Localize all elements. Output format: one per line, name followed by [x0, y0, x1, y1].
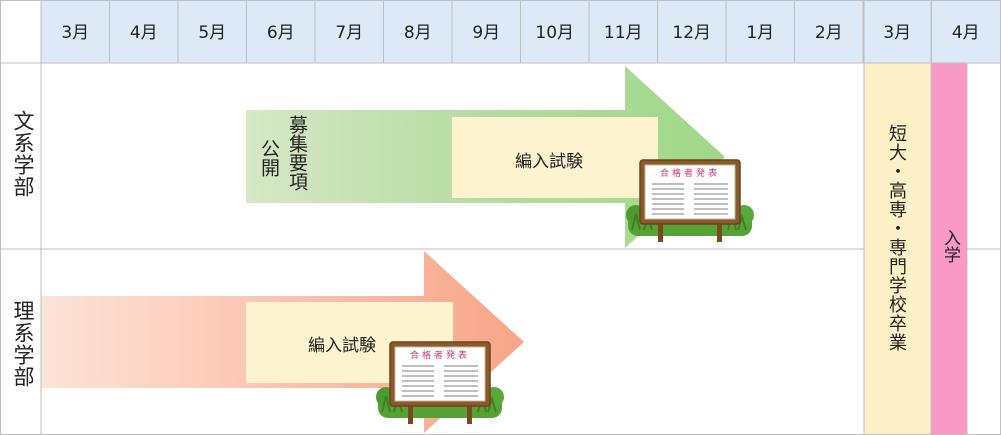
row-label-riko: 理系学部 — [11, 300, 35, 388]
bunkei-exam-box — [452, 117, 658, 198]
month-label: 4月 — [130, 23, 158, 43]
results-board-riko: 合格者発表 — [375, 341, 505, 425]
month-label: 1月 — [746, 23, 774, 43]
month-label: 8月 — [404, 23, 432, 43]
graduation-column — [864, 63, 931, 435]
boshu-label-line2: 公開 — [258, 139, 280, 177]
month-label: 2月 — [815, 23, 843, 43]
month-label: 7月 — [335, 23, 363, 43]
results-board-title: 合格者発表 — [660, 167, 720, 179]
month-label: 10月 — [535, 23, 574, 43]
month-dividers — [109, 0, 932, 63]
month-label: 11月 — [604, 23, 643, 43]
month-label: 3月 — [883, 23, 911, 43]
graduation-label: 短大・高専・専門学校卒業 — [886, 124, 907, 352]
month-label: 5月 — [198, 23, 226, 43]
boshu-label-line1: 募集要項 — [286, 115, 308, 191]
bunkei-exam-label: 編入試験 — [515, 152, 583, 172]
month-labels: 3月 4月 5月 6月 7月 8月 9月 10月 11月 12月 1月 2月 3月 4月 — [61, 23, 979, 43]
admission-column — [931, 63, 967, 435]
admission-label: 入学 — [940, 229, 960, 263]
month-label: 9月 — [472, 23, 500, 43]
row-label-bunkei: 文系学部 — [11, 110, 35, 198]
results-board-title: 合格者発表 — [410, 349, 470, 361]
results-board-bunkei: 合格者発表 — [625, 159, 755, 243]
month-label: 4月 — [952, 23, 980, 43]
month-label: 12月 — [672, 23, 711, 43]
month-label: 6月 — [267, 23, 295, 43]
riko-exam-label: 編入試験 — [308, 336, 376, 356]
month-label: 3月 — [61, 23, 89, 43]
